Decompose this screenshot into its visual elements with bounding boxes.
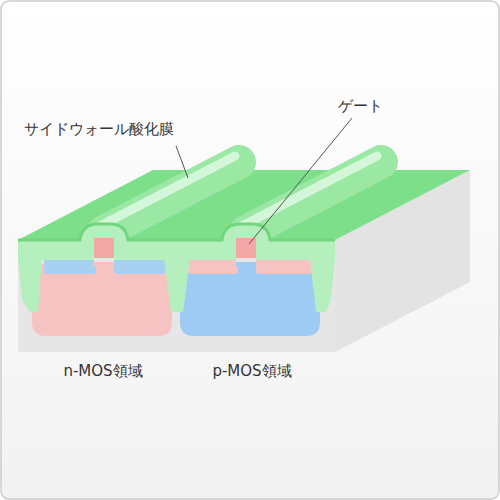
sidewall-oxide [18, 224, 335, 260]
p-diffusion [188, 258, 238, 274]
gate-ridge [104, 162, 239, 232]
gate-electrode [236, 238, 256, 260]
isolation-trench [310, 258, 335, 312]
ridge-highlight [242, 156, 377, 226]
gate-electrode [94, 238, 114, 260]
channel [236, 262, 256, 266]
isolation-trench [164, 258, 190, 312]
gate-ridge [246, 162, 381, 232]
channel [94, 262, 114, 266]
ridge-highlight [100, 156, 235, 226]
part-label: サイドウォール酸化膜 [24, 120, 174, 138]
p-well [32, 264, 172, 336]
gate-oxide [94, 258, 114, 262]
part-label: ゲート [338, 97, 383, 115]
n-diffusion [114, 258, 166, 274]
isolation-trench [18, 258, 42, 312]
leader-line [249, 118, 352, 244]
n-diffusion [44, 258, 96, 274]
leader-line [176, 146, 188, 178]
part-label: p-MOS領域 [212, 362, 291, 380]
p-diffusion [256, 258, 312, 274]
n-well [180, 264, 320, 336]
part-label: n-MOS領域 [63, 362, 142, 380]
oxide-edge [18, 224, 335, 240]
gate-oxide [236, 258, 256, 262]
